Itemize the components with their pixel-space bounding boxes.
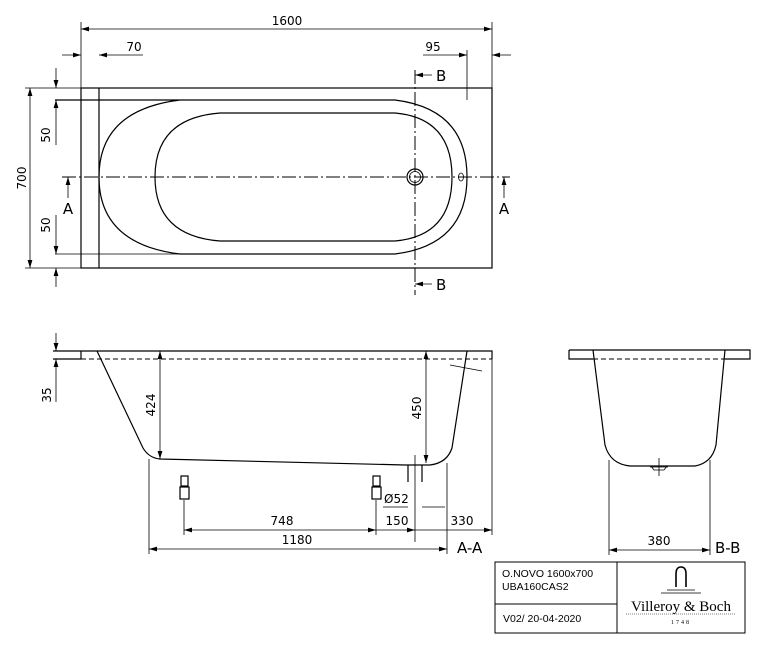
drain-pipe bbox=[407, 465, 423, 482]
dim-rim-bottom-label: 50 bbox=[39, 217, 53, 232]
product-name: O.NOVO 1600x700 bbox=[502, 568, 593, 580]
section-a-left-label: A bbox=[63, 200, 74, 218]
dim-length-label: 1600 bbox=[272, 14, 303, 28]
brand-year: 1748 bbox=[671, 620, 691, 626]
overflow-mark bbox=[449, 364, 483, 372]
extension-lines-width bbox=[25, 87, 81, 269]
dim-drain-to-end-label: 330 bbox=[451, 514, 474, 528]
drain-icon-bb bbox=[650, 458, 668, 476]
title-block-frame bbox=[494, 561, 746, 634]
dim-depth-left-label: 424 bbox=[144, 394, 158, 417]
section-bb: 380 B-B bbox=[568, 349, 751, 557]
section-aa-label: A-A bbox=[457, 539, 483, 557]
drain-inner bbox=[409, 171, 421, 183]
inner-basin-outline bbox=[154, 112, 453, 242]
extension-lines-aa bbox=[148, 359, 493, 554]
section-aa: 424 450 35 Ø52 748 150 330 1180 A-A bbox=[40, 333, 493, 557]
dim-width-label: 700 bbox=[15, 167, 29, 190]
dim-drain-diameter-label: Ø52 bbox=[384, 492, 409, 506]
villeroy-boch-logo: Villeroy & Boch 1748 bbox=[626, 566, 735, 626]
section-b-bottom-label: B bbox=[436, 276, 446, 294]
tub-outline bbox=[80, 87, 493, 269]
section-bb-label: B-B bbox=[715, 539, 740, 557]
foot-icon bbox=[179, 475, 382, 500]
section-b-top-label: B bbox=[436, 67, 446, 85]
drain-icon bbox=[406, 168, 424, 186]
dim-bottom-length-label: 1180 bbox=[282, 533, 313, 547]
section-a-right-label: A bbox=[499, 200, 510, 218]
dim-feet-spacing-label: 748 bbox=[271, 514, 294, 528]
dim-depth-right-label: 450 bbox=[410, 397, 424, 420]
title-block-dividers bbox=[495, 562, 618, 633]
outer-basin-outline bbox=[55, 99, 468, 255]
product-code: UBA160CAS2 bbox=[502, 581, 569, 593]
dim-left-rim-label: 70 bbox=[126, 40, 141, 54]
dim-rim-thickness-label: 35 bbox=[40, 387, 54, 402]
overflow-icon bbox=[458, 172, 464, 182]
dim-foot-to-drain-label: 150 bbox=[386, 514, 409, 528]
title-block: O.NOVO 1600x700 UBA160CAS2 V02/ 20-04-20… bbox=[494, 561, 746, 634]
brand-name: Villeroy & Boch bbox=[631, 599, 731, 615]
top-view: 1600 70 95 700 50 50 A A B B bbox=[15, 14, 511, 295]
dim-right-rim-label: 95 bbox=[425, 40, 440, 54]
extension-lines-bb bbox=[608, 460, 711, 555]
version-date: V02/ 20-04-2020 bbox=[503, 613, 581, 625]
tub-cross-profile bbox=[568, 349, 751, 467]
dim-bottom-width-label: 380 bbox=[648, 534, 671, 548]
dim-rim-top-label: 50 bbox=[39, 127, 53, 142]
